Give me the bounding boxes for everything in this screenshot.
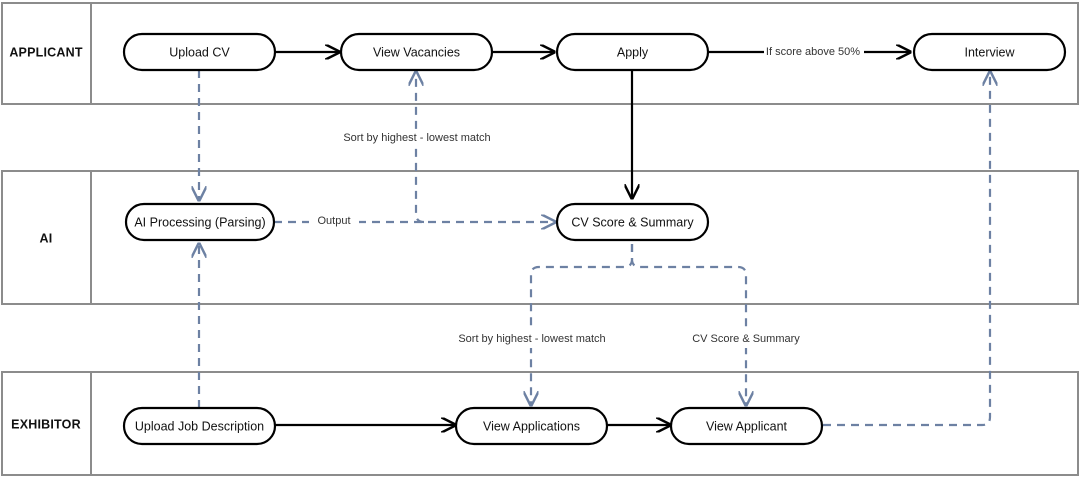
- node-view-applications-label: View Applications: [483, 419, 580, 433]
- node-view-vacancies[interactable]: View Vacancies: [339, 32, 494, 72]
- edge-label-output: Output: [309, 213, 359, 230]
- node-upload-cv-shape[interactable]: [122, 32, 277, 72]
- edge-label-output-bg: [309, 213, 359, 230]
- node-view-vacancies-label: View Vacancies: [373, 45, 460, 59]
- node-view-applicant[interactable]: View Applicant: [669, 406, 824, 446]
- edge-label-sort-match-bottom: Sort by highest - lowest match: [451, 331, 613, 348]
- node-ai-processing-label: AI Processing (Parsing): [134, 215, 265, 229]
- edge-label-sort-match-top-bg: [336, 130, 498, 147]
- node-upload-job-description-shape[interactable]: [122, 406, 277, 446]
- node-view-applicant-shape[interactable]: [669, 406, 824, 446]
- edge-label-sort-match-top: Sort by highest - lowest match: [336, 130, 498, 147]
- node-cv-score-summary-shape[interactable]: [555, 202, 710, 242]
- edge-label-score-above-50-text: If score above 50%: [766, 46, 860, 58]
- node-upload-job-description[interactable]: Upload Job Description: [122, 406, 277, 446]
- edge-label-cv-score-summary-text: CV Score & Summary: [692, 333, 800, 345]
- flow-view-applicant-to-interview: [823, 72, 990, 427]
- lane-exhibitor-label: EXHIBITOR: [11, 417, 81, 431]
- node-cv-score-summary-label: CV Score & Summary: [571, 215, 694, 229]
- flow-output-branch-to-view-vacancies: [416, 72, 425, 224]
- node-upload-cv-label: Upload CV: [169, 45, 230, 59]
- lane-ai-body: [1, 170, 1079, 305]
- edge-label-output-text: Output: [317, 215, 350, 227]
- node-interview[interactable]: Interview: [912, 32, 1067, 72]
- node-view-vacancies-shape[interactable]: [339, 32, 494, 72]
- node-view-applications-shape[interactable]: [454, 406, 609, 446]
- edge-label-cv-score-summary: CV Score & Summary: [691, 331, 801, 348]
- lane-ai: AI: [1, 170, 1079, 305]
- node-cv-score-summary[interactable]: CV Score & Summary: [555, 202, 710, 242]
- node-ai-processing-shape[interactable]: [124, 202, 276, 242]
- node-upload-job-description-label: Upload Job Description: [135, 419, 264, 433]
- node-apply[interactable]: Apply: [555, 32, 710, 72]
- edge-label-sort-match-bottom-bg: [451, 331, 613, 348]
- node-interview-shape[interactable]: [912, 32, 1067, 72]
- node-apply-shape[interactable]: [555, 32, 710, 72]
- edge-label-sort-match-bottom-text: Sort by highest - lowest match: [458, 333, 605, 345]
- node-upload-cv[interactable]: Upload CV: [122, 32, 277, 72]
- lane-applicant-label: APPLICANT: [9, 45, 82, 59]
- lane-ai-label: AI: [40, 231, 53, 245]
- node-apply-label: Apply: [617, 45, 649, 59]
- edge-label-cv-score-summary-bg: [691, 331, 801, 348]
- flow-cv-score-to-view-applicant: [630, 244, 746, 405]
- node-interview-label: Interview: [964, 45, 1015, 59]
- edge-label-score-above-50-bg: [764, 44, 864, 61]
- edge-label-score-above-50: If score above 50%: [764, 44, 864, 61]
- node-view-applicant-label: View Applicant: [706, 419, 788, 433]
- edge-label-sort-match-top-text: Sort by highest - lowest match: [343, 132, 490, 144]
- node-view-applications[interactable]: View Applications: [454, 406, 609, 446]
- node-ai-processing[interactable]: AI Processing (Parsing): [124, 202, 276, 242]
